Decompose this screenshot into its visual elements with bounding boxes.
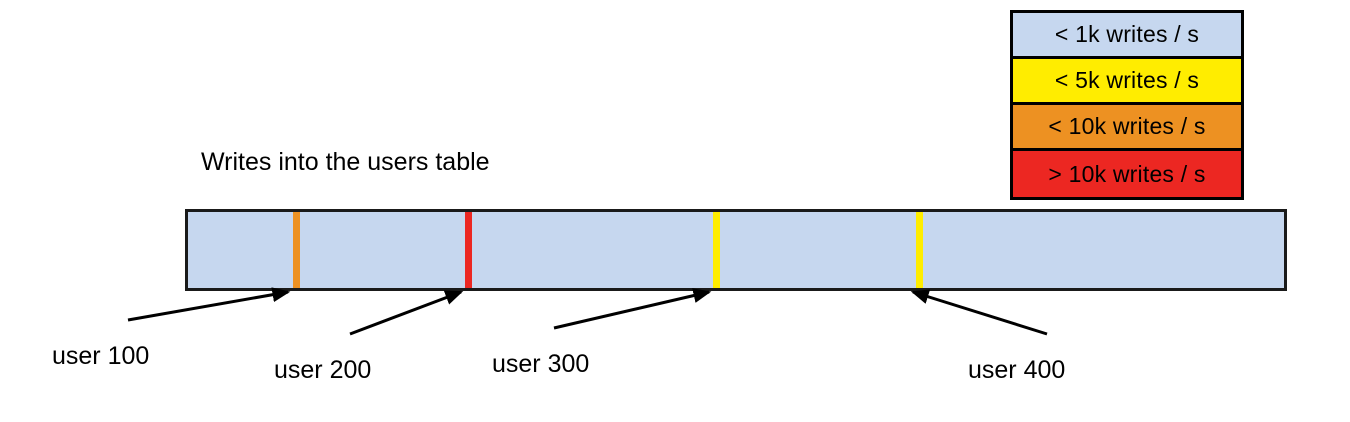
users-table-bar xyxy=(185,209,1287,291)
legend-label-gt-10k: > 10k writes / s xyxy=(1048,160,1206,187)
legend-row-lt-1k: < 1k writes / s xyxy=(1013,13,1241,59)
legend-label-lt-5k: < 5k writes / s xyxy=(1054,67,1200,93)
label-user-200: user 200 xyxy=(274,356,372,384)
label-user-300: user 300 xyxy=(492,350,590,378)
stripe-user-100 xyxy=(293,212,300,288)
arrow-user-100 xyxy=(127,287,291,322)
legend-label-lt-1k: < 1k writes / s xyxy=(1054,21,1200,47)
stripe-user-200 xyxy=(465,212,472,288)
label-user-100: user 100 xyxy=(52,342,150,370)
legend-label-lt-10k: < 10k writes / s xyxy=(1048,113,1206,139)
legend-row-lt-5k: < 5k writes / s xyxy=(1013,59,1241,105)
stripe-user-400 xyxy=(916,212,923,288)
legend-row-lt-10k: < 10k writes / s xyxy=(1013,105,1241,151)
legend-row-gt-10k: > 10k writes / s xyxy=(1013,151,1241,197)
arrow-user-400 xyxy=(910,289,1048,336)
label-user-400: user 400 xyxy=(968,356,1066,384)
legend: < 1k writes / s < 5k writes / s < 10k wr… xyxy=(1010,10,1244,200)
arrow-user-200 xyxy=(349,290,464,336)
stripe-user-300 xyxy=(713,212,720,288)
arrow-user-300 xyxy=(553,288,712,330)
chart-title: Writes into the users table xyxy=(201,148,490,176)
